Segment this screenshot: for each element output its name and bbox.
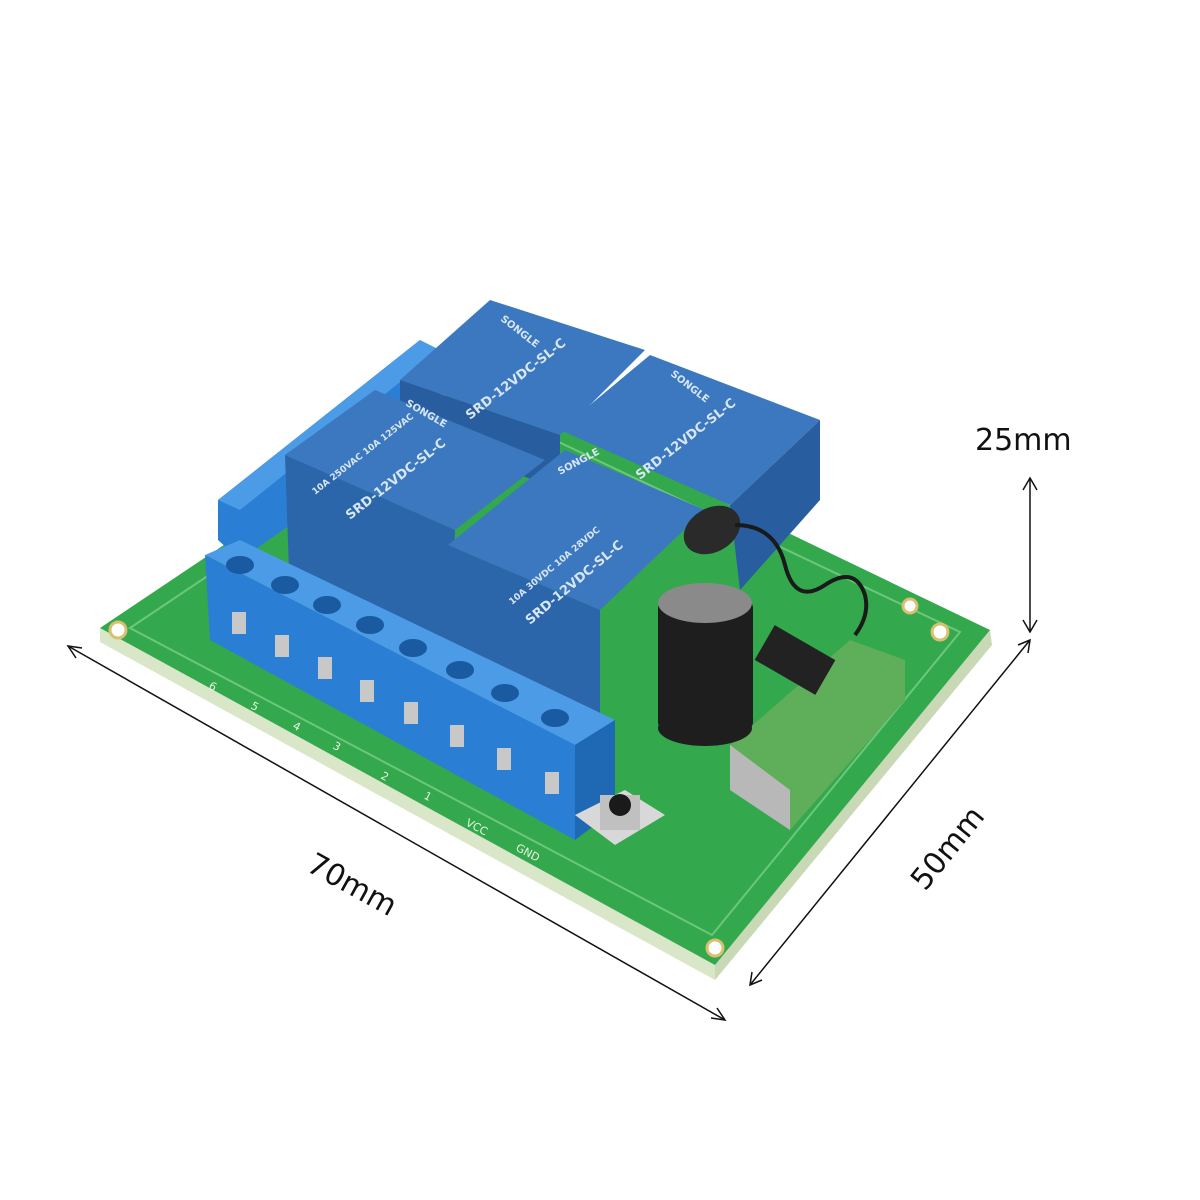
relay-back-right: SRD-12VDC-SL-C SONGLE bbox=[560, 355, 820, 590]
width-label: 50mm bbox=[904, 800, 992, 897]
antenna-coil bbox=[683, 505, 869, 637]
rf-receiver-module bbox=[730, 625, 905, 830]
electrolytic-capacitor bbox=[658, 583, 753, 746]
mounting-hole bbox=[901, 597, 919, 615]
height-label: 25mm bbox=[975, 423, 1072, 458]
mounting-hole bbox=[705, 938, 725, 958]
mounting-hole bbox=[930, 622, 950, 642]
relay-front-right: SRD-12VDC-SL-C 10A 30VDC 10A 28VDC SONGL… bbox=[448, 447, 705, 770]
mounting-hole bbox=[108, 620, 128, 640]
length-label: 70mm bbox=[301, 846, 402, 923]
push-button bbox=[575, 790, 665, 845]
dimension-height: 25mm bbox=[975, 423, 1072, 634]
